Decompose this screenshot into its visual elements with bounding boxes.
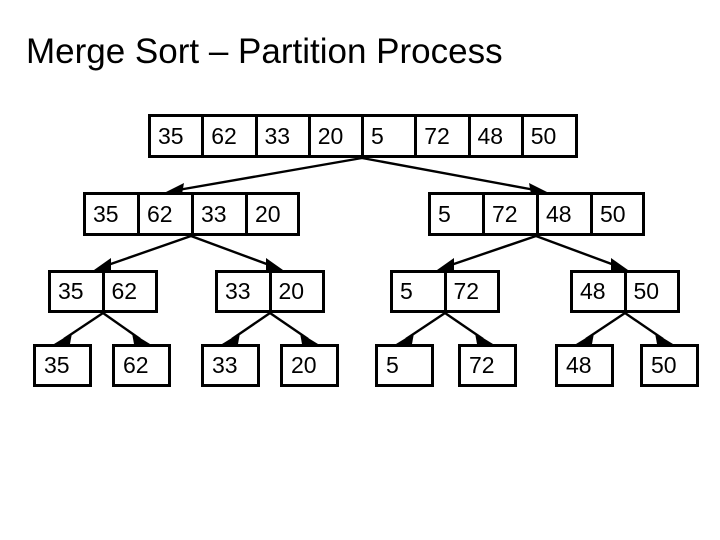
array-cell[interactable]: 62 <box>104 273 155 310</box>
arrow-l2b-to-l3-2 <box>222 312 271 344</box>
array-cell[interactable]: 35 <box>151 117 205 155</box>
array-cell[interactable]: 48 <box>573 273 627 310</box>
arrow-l1a-to-l2b <box>190 234 283 270</box>
arrow-l0-to-l1-right <box>361 156 547 194</box>
array-cell[interactable]: 50 <box>626 273 677 310</box>
arrow-l2d-to-l3-6 <box>576 312 626 344</box>
leaf-box[interactable]: 5 <box>375 344 434 387</box>
array-cell[interactable]: 48 <box>539 195 593 233</box>
array-cell[interactable]: 5 <box>431 195 485 233</box>
arrow-l2a-to-l3-0 <box>54 312 104 344</box>
array-cell[interactable]: 33 <box>194 195 248 233</box>
leaf-box[interactable]: 33 <box>201 344 260 387</box>
arrow-l2c-to-l3-4 <box>396 312 446 344</box>
array-cell[interactable]: 72 <box>417 117 471 155</box>
array-cell[interactable]: 50 <box>593 195 642 233</box>
leaf-box[interactable]: 20 <box>280 344 339 387</box>
array-cell[interactable]: 48 <box>470 117 524 155</box>
array-group-level2-b[interactable]: 33 20 <box>215 270 325 313</box>
arrow-l0-to-l1-left <box>166 156 363 194</box>
array-cell[interactable]: 33 <box>257 117 311 155</box>
array-cell[interactable]: 5 <box>393 273 447 310</box>
array-group-level0[interactable]: 35 62 33 20 5 72 48 50 <box>148 114 578 158</box>
arrow-l2d-to-l3-7 <box>624 312 673 344</box>
array-cell[interactable]: 5 <box>364 117 418 155</box>
page-title: Merge Sort – Partition Process <box>26 32 503 71</box>
array-cell[interactable]: 72 <box>485 195 539 233</box>
leaf-box[interactable]: 50 <box>640 344 699 387</box>
array-group-level2-a[interactable]: 35 62 <box>48 270 158 313</box>
arrow-l1b-to-l2c <box>437 234 537 270</box>
array-cell[interactable]: 20 <box>310 117 364 155</box>
array-cell[interactable]: 20 <box>271 273 322 310</box>
array-cell[interactable]: 62 <box>204 117 258 155</box>
leaf-box[interactable]: 35 <box>33 344 92 387</box>
array-cell[interactable]: 50 <box>523 117 575 155</box>
array-cell[interactable]: 62 <box>140 195 194 233</box>
array-cell[interactable]: 35 <box>86 195 140 233</box>
array-cell[interactable]: 72 <box>446 273 497 310</box>
arrow-l2c-to-l3-5 <box>444 312 493 344</box>
array-group-level2-c[interactable]: 5 72 <box>390 270 500 313</box>
array-cell[interactable]: 20 <box>248 195 297 233</box>
arrow-l2b-to-l3-3 <box>269 312 318 344</box>
arrow-l2a-to-l3-1 <box>102 312 150 344</box>
array-group-level2-d[interactable]: 48 50 <box>570 270 680 313</box>
arrow-l1b-to-l2d <box>535 234 628 270</box>
leaf-box[interactable]: 62 <box>112 344 171 387</box>
array-cell[interactable]: 35 <box>51 273 105 310</box>
array-group-level1-left[interactable]: 35 62 33 20 <box>83 192 300 236</box>
arrow-l1a-to-l2a <box>94 234 192 270</box>
leaf-box[interactable]: 48 <box>555 344 614 387</box>
array-cell[interactable]: 33 <box>218 273 272 310</box>
leaf-box[interactable]: 72 <box>458 344 517 387</box>
array-group-level1-right[interactable]: 5 72 48 50 <box>428 192 645 236</box>
